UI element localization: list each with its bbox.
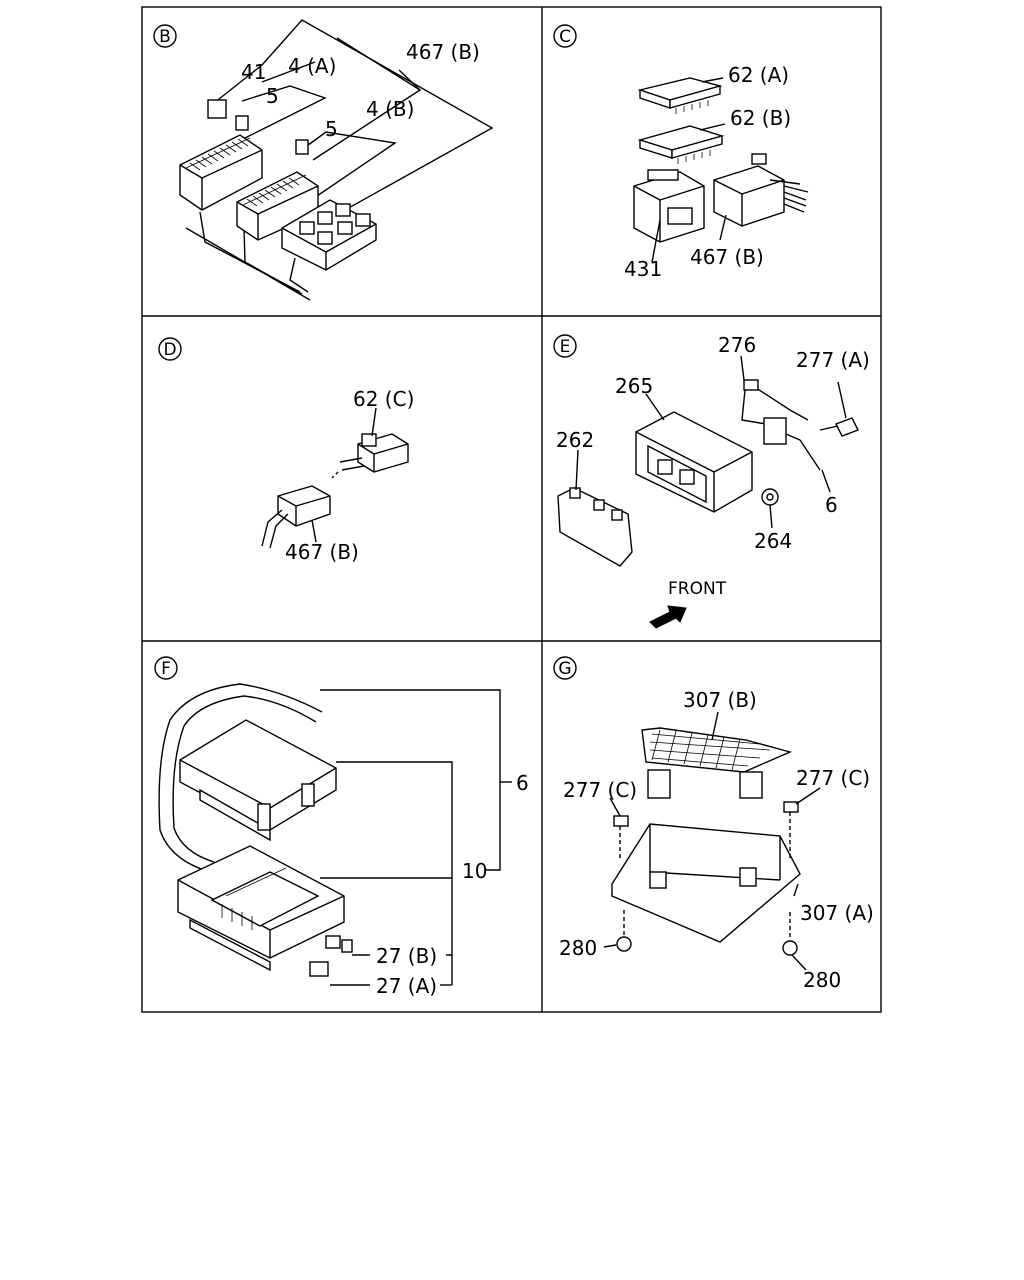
- panel-g-marker: G: [553, 656, 577, 680]
- panel-g-letter: G: [558, 659, 571, 679]
- label-62a: 62 (A): [728, 63, 789, 87]
- label-280-left: 280: [559, 936, 597, 960]
- panel-g: G 307 (B): [553, 656, 874, 992]
- label-467b-c: 467 (B): [690, 245, 764, 269]
- label-4b: 4 (B): [366, 97, 414, 121]
- panel-b-marker: B: [153, 24, 177, 48]
- label-5-lower: 5: [325, 117, 338, 141]
- panel-b-letter: B: [159, 27, 171, 47]
- label-62c: 62 (C): [353, 387, 414, 411]
- label-277c-right: 277 (C): [796, 766, 870, 790]
- label-27a: 27 (A): [376, 974, 437, 998]
- label-431: 431: [624, 257, 662, 281]
- panel-c: C 62 (A) 62 (B) 431 467 (B): [553, 24, 809, 281]
- panel-f: F 6: [154, 656, 529, 998]
- label-277a: 277 (A): [796, 348, 870, 372]
- panel-d: D 62 (C) 467 (B): [158, 337, 414, 564]
- panel-c-letter: C: [559, 27, 571, 47]
- label-262: 262: [556, 428, 594, 452]
- label-6-f: 6: [516, 771, 529, 795]
- label-467b: 467 (B): [406, 40, 480, 64]
- panel-f-letter: F: [161, 659, 171, 679]
- label-62b: 62 (B): [730, 106, 791, 130]
- label-10: 10: [462, 859, 487, 883]
- panel-frame: [141, 6, 882, 1013]
- panel-c-marker: C: [553, 24, 577, 48]
- label-280-right: 280: [803, 968, 841, 992]
- label-307b: 307 (B): [683, 688, 757, 712]
- front-label: FRONT: [668, 579, 727, 599]
- label-264: 264: [754, 529, 792, 553]
- label-276: 276: [718, 333, 756, 357]
- panel-f-marker: F: [154, 656, 178, 680]
- panel-d-marker: D: [158, 337, 182, 361]
- label-27b: 27 (B): [376, 944, 437, 968]
- label-6-e: 6: [825, 493, 838, 517]
- panel-b: B: [153, 19, 494, 301]
- label-5-upper: 5: [266, 84, 279, 108]
- panel-e-letter: E: [560, 337, 571, 357]
- label-4a: 4 (A): [288, 54, 336, 78]
- panel-e-marker: E: [553, 334, 577, 358]
- label-307a: 307 (A): [800, 901, 874, 925]
- label-467b-d: 467 (B): [285, 540, 359, 564]
- label-41: 41: [241, 60, 266, 84]
- front-arrow-icon: [649, 605, 687, 629]
- label-277c-left: 277 (C): [563, 778, 637, 802]
- panel-d-letter: D: [163, 340, 176, 360]
- panel-e: E FRONT 276 277 (A: [553, 333, 870, 629]
- label-265: 265: [615, 374, 653, 398]
